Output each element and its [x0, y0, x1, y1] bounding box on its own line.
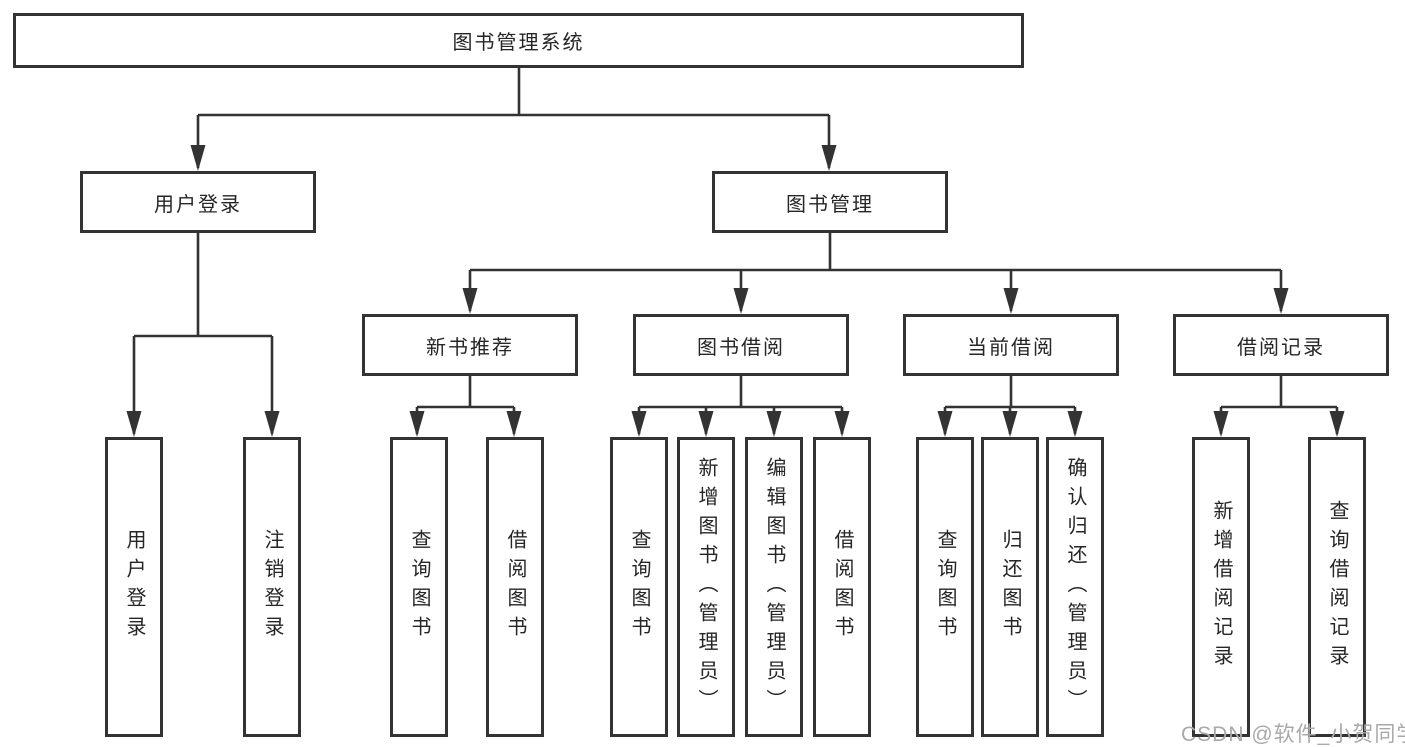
arrowhead-down-icon [698, 411, 714, 437]
node-leaf-return-books: 归还图书 [981, 437, 1039, 737]
node-leaf-user-login: 用户登录 [105, 437, 163, 737]
node-label: 查询图书 [934, 529, 956, 645]
node-label: 图书管理系统 [452, 32, 585, 54]
arrowhead-down-icon [1273, 288, 1289, 314]
node-leaf-query-books-rec: 查询图书 [390, 437, 448, 737]
node-leaf-query-books-current: 查询图书 [916, 437, 974, 737]
node-current-borrow: 当前借阅 [903, 314, 1119, 376]
node-leaf-query-borrow-record: 查询借阅记录 [1308, 437, 1366, 737]
node-label: 图书管理 [786, 193, 874, 216]
node-user-login: 用户登录 [80, 171, 316, 233]
arrowhead-down-icon [1213, 411, 1229, 437]
arrowhead-down-icon [766, 411, 782, 437]
connector-path [132, 68, 1339, 434]
arrowhead-down-icon [821, 145, 837, 171]
node-book-mgmt: 图书管理 [712, 171, 948, 233]
node-leaf-query-books-borrow: 查询图书 [610, 437, 668, 737]
node-label: 新书推荐 [426, 336, 514, 359]
node-label: 查询图书 [628, 529, 650, 645]
node-leaf-logout: 注销登录 [243, 437, 301, 737]
watermark: CSDN @软件_小贺同学 [1181, 723, 1405, 746]
arrowhead-down-icon [506, 411, 522, 437]
arrowhead-down-icon [264, 411, 280, 437]
arrowhead-down-icon [1329, 411, 1345, 437]
arrowhead-down-icon [126, 411, 142, 437]
arrowhead-down-icon [409, 411, 425, 437]
node-label: 借阅图书 [504, 529, 526, 645]
node-label: 注销登录 [261, 529, 283, 645]
node-new-book-rec: 新书推荐 [362, 314, 578, 376]
node-leaf-borrow-books-rec: 借阅图书 [486, 437, 544, 737]
node-leaf-edit-books: 编辑图书（管理员） [745, 437, 803, 737]
node-leaf-confirm-return: 确认归还（管理员） [1046, 437, 1104, 737]
arrowhead-down-icon [631, 411, 647, 437]
node-borrow-record: 借阅记录 [1173, 314, 1389, 376]
node-label: 归还图书 [999, 529, 1021, 645]
node-label: 编辑图书（管理员） [763, 456, 785, 718]
arrowhead-down-icon [190, 145, 206, 171]
node-book-borrow: 图书借阅 [633, 314, 849, 376]
node-leaf-add-books: 新增图书（管理员） [677, 437, 735, 737]
arrowhead-down-icon [1003, 288, 1019, 314]
arrowhead-down-icon [733, 288, 749, 314]
arrowhead-down-icon [1067, 411, 1083, 437]
arrowhead-down-icon [937, 411, 953, 437]
node-label: 新增借阅记录 [1210, 500, 1232, 674]
node-label: 借阅图书 [831, 529, 853, 645]
node-root: 图书管理系统 [13, 13, 1024, 68]
node-label: 借阅记录 [1237, 336, 1325, 359]
arrowhead-down-icon [462, 288, 478, 314]
node-label: 查询图书 [408, 529, 430, 645]
node-label: 新增图书（管理员） [695, 456, 717, 718]
node-label: 图书借阅 [697, 336, 785, 359]
node-label: 用户登录 [123, 529, 145, 645]
node-label: 用户登录 [154, 193, 242, 216]
arrowhead-down-icon [1002, 411, 1018, 437]
node-leaf-add-borrow-record: 新增借阅记录 [1192, 437, 1250, 737]
node-leaf-borrow-books: 借阅图书 [813, 437, 871, 737]
node-label: 查询借阅记录 [1326, 500, 1348, 674]
node-label: 当前借阅 [967, 336, 1055, 359]
arrowhead-down-icon [834, 411, 850, 437]
node-label: 确认归还（管理员） [1064, 456, 1086, 718]
